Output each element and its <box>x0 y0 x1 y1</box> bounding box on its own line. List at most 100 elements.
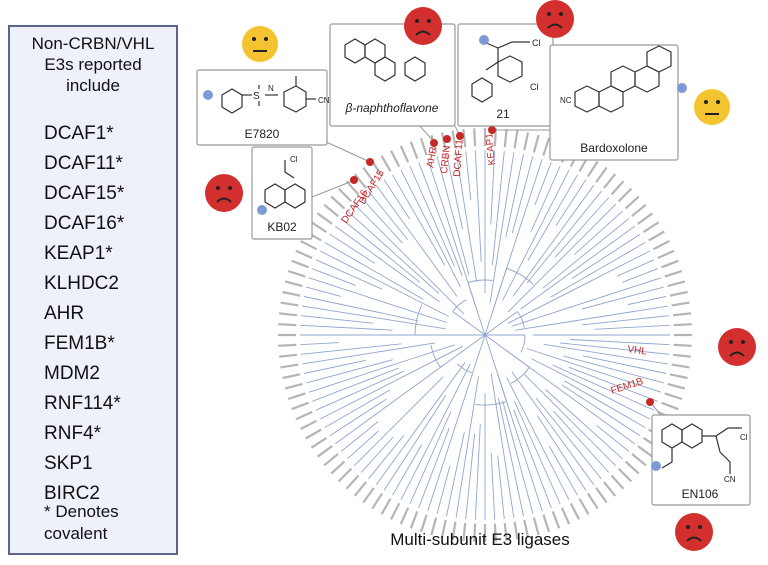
leaf-label-placeholder <box>278 323 297 327</box>
leaf-label-placeholder <box>278 353 298 358</box>
label-crbn: CRBN <box>439 145 453 174</box>
sad-face-icon <box>404 7 442 45</box>
label-vhl: VHL <box>627 344 648 358</box>
dot-crbn <box>443 135 451 143</box>
leaf-label-placeholder <box>462 522 467 542</box>
dot-dcaf16 <box>350 176 358 184</box>
leaf-label-placeholder <box>345 474 360 490</box>
compound-e7820: S N CN E7820 <box>196 69 330 146</box>
leaf-label-placeholder <box>664 269 683 278</box>
list-item: AHR <box>44 303 85 324</box>
leaf-label-placeholder <box>305 428 322 440</box>
leaf-label-placeholder <box>493 523 497 542</box>
leaf-label-placeholder <box>673 323 692 327</box>
label-fem1b: FEM1B <box>610 376 645 397</box>
leaf-label-placeholder <box>371 492 384 510</box>
svg-text:N: N <box>268 84 274 93</box>
compound-label: Bardoxolone <box>580 141 648 155</box>
leaf-label-placeholder <box>642 221 660 234</box>
label-dcaf15: DCAF15 <box>357 168 387 207</box>
leaf-label-placeholder <box>551 511 561 529</box>
leaf-label-placeholder <box>316 445 333 458</box>
leaf-label-placeholder <box>284 382 303 390</box>
leaf-label-placeholder <box>672 312 692 317</box>
compound-label: KB02 <box>267 220 297 234</box>
leaf-label-placeholder <box>617 187 633 203</box>
leaf-label-placeholder <box>399 507 410 525</box>
leaf-label-placeholder <box>523 132 530 151</box>
leaf-label-placeholder <box>291 259 309 269</box>
compound-21: Cl Cl 21 <box>457 23 554 127</box>
leaf-label-placeholder <box>669 290 688 297</box>
neutral-face-icon <box>694 89 730 125</box>
leaf-label-placeholder <box>637 445 654 458</box>
leaf-label-placeholder <box>440 519 447 538</box>
attachment-point-icon <box>651 461 661 471</box>
svg-text:Cl: Cl <box>530 82 539 92</box>
leaf-label-placeholder <box>323 453 339 467</box>
leaf-label-placeholder <box>380 498 392 515</box>
sad-face-icon <box>536 0 574 38</box>
leaf-label-placeholder <box>323 203 339 217</box>
list-item: SKP1 <box>44 453 93 474</box>
compound-label: β-naphthoflavone <box>345 101 439 115</box>
list-item: KLHDC2 <box>44 273 119 294</box>
dot-dcaf15 <box>366 158 374 166</box>
dot-ahr <box>430 139 438 147</box>
leaf-label-placeholder <box>282 290 301 297</box>
list-item: DCAF16* <box>44 213 125 234</box>
leaf-label-placeholder <box>657 249 675 260</box>
compound-bardoxolone: NC Bardoxolone <box>549 44 687 161</box>
leaf-label-placeholder <box>330 460 346 475</box>
leaf-label-placeholder <box>652 240 670 251</box>
leaf-label-placeholder <box>300 240 318 251</box>
attachment-point-icon <box>203 90 213 100</box>
leaf-label-placeholder <box>419 137 428 156</box>
list-item: MDM2 <box>44 363 100 384</box>
leaf-label-placeholder <box>430 517 438 536</box>
leaf-label-placeholder <box>419 514 428 533</box>
leaf-label-placeholder <box>310 221 328 234</box>
leaf-label-placeholder <box>345 180 360 196</box>
label-keap1: KEAP1 <box>484 132 498 166</box>
compound-label: E7820 <box>245 127 280 141</box>
leaf-label-placeholder <box>330 195 346 210</box>
leaf-label-placeholder <box>462 128 467 148</box>
compound-naphthoflavone: β-naphthoflavone <box>329 23 456 127</box>
leaf-label-placeholder <box>523 519 530 538</box>
leaf-label-placeholder <box>648 230 665 242</box>
leaf-label-placeholder <box>371 160 384 178</box>
leaf-label-placeholder <box>661 401 679 411</box>
leaf-label-placeholder <box>362 487 375 504</box>
sad-face-icon <box>675 513 713 551</box>
leaf-label-placeholder <box>671 363 690 369</box>
leaf-label-placeholder <box>637 212 654 225</box>
leaf-label-placeholder <box>560 507 571 525</box>
highlight-dots <box>350 126 654 406</box>
leaf-label-placeholder <box>532 134 540 153</box>
leaf-label-placeholder <box>353 173 367 189</box>
list-item: RNF114* <box>44 393 121 414</box>
label-ahr: AHR <box>425 146 440 169</box>
leaf-label-placeholder <box>569 502 580 520</box>
leaf-label-placeholder <box>295 410 313 421</box>
attachment-point-icon <box>677 83 687 93</box>
leaf-label-placeholder <box>316 212 333 225</box>
leaf-label-placeholder <box>624 195 640 210</box>
leaf-label-placeholder <box>399 145 410 163</box>
list-item: RNF4* <box>44 423 102 444</box>
leaf-label-placeholder <box>586 492 599 510</box>
compound-label: EN106 <box>682 487 719 501</box>
leaf-label-placeholder <box>390 502 401 520</box>
leaf-label-placeholder <box>280 301 299 307</box>
leaf-label-placeholder <box>451 130 457 149</box>
list-item: DCAF1* <box>44 123 114 144</box>
leaf-label-placeholder <box>532 517 540 536</box>
leaf-label-placeholder <box>595 166 608 183</box>
leaf-label-placeholder <box>295 249 313 260</box>
leaf-label-placeholder <box>513 130 519 149</box>
sad-face-icon <box>205 174 243 212</box>
list-item: DCAF11* <box>44 153 123 174</box>
leaf-label-placeholder <box>473 128 477 147</box>
phylogenetic-tree <box>300 150 670 520</box>
